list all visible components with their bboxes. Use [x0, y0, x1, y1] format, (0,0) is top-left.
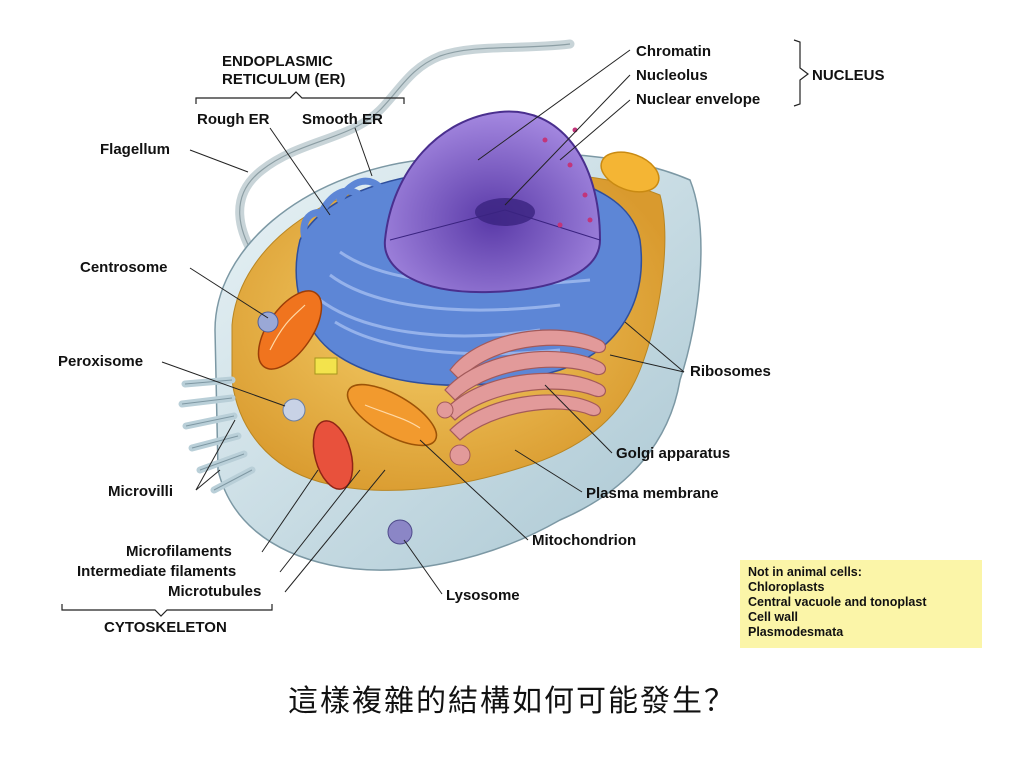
label-centrosome: Centrosome — [80, 259, 168, 276]
nucleus-bracket — [793, 39, 809, 107]
label-plasma-membrane: Plasma membrane — [586, 485, 719, 502]
golgi-shape — [444, 329, 607, 441]
nucleus-header: NUCLEUS — [812, 67, 885, 84]
er-header-line1: ENDOPLASMIC — [222, 53, 333, 70]
label-microtubules: Microtubules — [168, 583, 261, 600]
note-item: Plasmodesmata — [748, 625, 844, 639]
label-peroxisome: Peroxisome — [58, 353, 143, 370]
label-mitochondrion: Mitochondrion — [532, 532, 636, 549]
note-title: Not in animal cells: — [748, 565, 862, 579]
label-microvilli: Microvilli — [108, 483, 173, 500]
label-intermediate-filaments: Intermediate filaments — [77, 563, 236, 580]
note-item: Cell wall — [748, 610, 799, 624]
note-item: Chloroplasts — [748, 580, 825, 594]
label-nuclear-envelope: Nuclear envelope — [636, 91, 760, 108]
label-microfilaments: Microfilaments — [126, 543, 232, 560]
label-lysosome: Lysosome — [446, 587, 520, 604]
label-nucleolus: Nucleolus — [636, 67, 708, 84]
cytoskeleton-bracket — [61, 604, 273, 617]
peroxisome-shape — [282, 398, 306, 422]
note-item: Central vacuole and tonoplast — [748, 595, 927, 609]
label-chromatin: Chromatin — [636, 43, 711, 60]
label-golgi-apparatus: Golgi apparatus — [616, 445, 730, 462]
mitochondria-shapes — [257, 290, 438, 490]
slide-caption: 這樣複雜的結構如何可能發生？ — [288, 684, 736, 719]
cytoskeleton-header: CYTOSKELETON — [104, 619, 227, 636]
cell-illustration — [178, 39, 702, 571]
er-bracket — [195, 91, 405, 104]
label-flagellum: Flagellum — [100, 141, 170, 158]
label-smooth-er: Smooth ER — [302, 111, 383, 128]
er-header-line2: RETICULUM (ER) — [222, 71, 345, 88]
label-ribosomes: Ribosomes — [690, 363, 771, 380]
leader-lines — [161, 49, 685, 595]
lysosome-shape — [387, 519, 413, 545]
nucleolus-shape — [475, 198, 535, 226]
label-rough-er: Rough ER — [197, 111, 270, 128]
not-in-animal-cells-note: Not in animal cells: Chloroplasts Centra… — [740, 560, 982, 648]
